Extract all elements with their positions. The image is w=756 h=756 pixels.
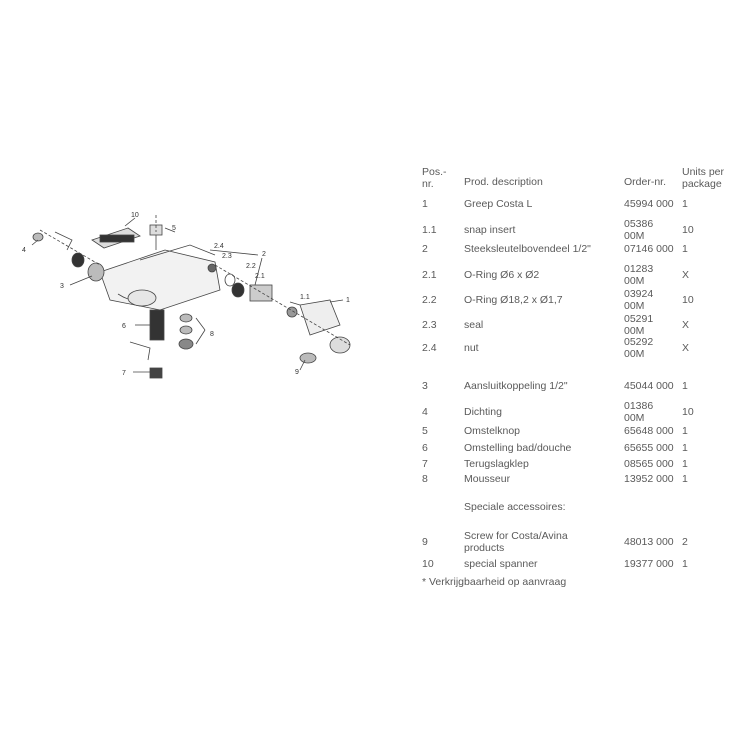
row-order: 08565 000	[624, 458, 674, 470]
callout-2-4: 2.4	[214, 243, 224, 250]
row-order: 03924 00M	[624, 288, 654, 312]
row-description: Terugslagklep	[464, 458, 529, 470]
header-description: Prod. description	[464, 176, 543, 188]
row-pos: 3	[422, 380, 428, 392]
callout-2-1: 2.1	[255, 273, 265, 280]
availability-footnote: * Verkrijgbaarheid op aanvraag	[422, 576, 567, 588]
row-units: 10	[682, 224, 694, 236]
callout-4: 4	[22, 247, 26, 254]
row-order: 07146 000	[624, 243, 674, 255]
row-description: Omstelknop	[464, 425, 521, 437]
row-pos: 5	[422, 425, 428, 437]
row-units: 1	[682, 198, 688, 210]
row-units: 1	[682, 558, 688, 570]
header-units: Units per package	[682, 166, 725, 190]
hex-key	[54, 231, 73, 251]
row-description: Dichting	[464, 406, 502, 418]
aerator-8	[178, 338, 194, 350]
row-pos: 10	[422, 558, 434, 570]
callout-10: 10	[131, 212, 139, 219]
row-pos: 2.1	[422, 269, 437, 281]
coupling-3b	[87, 262, 105, 282]
row-order: 48013 000	[624, 536, 674, 548]
handle-1	[299, 299, 341, 336]
row-order: 45994 000	[624, 198, 674, 210]
row-description: O-Ring Ø6 x Ø2	[464, 269, 540, 281]
row-order: 01386 00M	[624, 400, 654, 424]
diverter-6	[149, 309, 165, 341]
headpart-2	[249, 284, 273, 302]
row-order: 13952 000	[624, 473, 674, 485]
callout-3: 3	[60, 283, 64, 290]
row-pos: 2.3	[422, 319, 437, 331]
washer-4	[32, 232, 44, 242]
row-units: 1	[682, 380, 688, 392]
row-description: nut	[464, 342, 479, 354]
callout-5: 5	[172, 225, 176, 232]
row-order: 05291 00M	[624, 313, 654, 337]
row-units: 2	[682, 536, 688, 548]
row-pos: 2.2	[422, 294, 437, 306]
row-pos: 1.1	[422, 224, 437, 236]
row-order: 19377 000	[624, 558, 674, 570]
row-order: 65655 000	[624, 442, 674, 454]
row-units: 1	[682, 458, 688, 470]
row-order: 65648 000	[624, 425, 674, 437]
row-description: Omstelling bad/douche	[464, 442, 572, 454]
callout-2-3: 2.3	[222, 253, 232, 260]
row-pos: 6	[422, 442, 428, 454]
row-description: O-Ring Ø18,2 x Ø1,7	[464, 294, 563, 306]
spout	[127, 289, 157, 307]
row-pos: 1	[422, 198, 428, 210]
row-description: special spanner	[464, 558, 538, 570]
check-valve-7	[149, 367, 163, 379]
row-units: X	[682, 342, 690, 354]
row-pos: 8	[422, 473, 428, 485]
row-description: seal	[464, 319, 484, 331]
row-pos: 2.4	[422, 342, 437, 354]
callout-1-1: 1.1	[300, 294, 310, 301]
row-units: 1	[682, 425, 688, 437]
row-units: X	[682, 319, 690, 331]
callout-2-2: 2.2	[246, 263, 256, 270]
row-description: Greep Costa L	[464, 198, 533, 210]
callout-2: 2	[262, 251, 266, 258]
row-order: 01283 00M	[624, 263, 654, 287]
row-pos: 4	[422, 406, 428, 418]
row-pos: 7	[422, 458, 428, 470]
callout-7: 7	[122, 370, 126, 377]
row-units: 1	[682, 442, 688, 454]
row-units: 1	[682, 243, 688, 255]
row-description: snap insert	[464, 224, 516, 236]
exploded-view-diagram: 10 5 4 2 2.4 2.3 2.2 2.1 3 1.1 1 6 8 7 9	[22, 212, 351, 379]
coupling-3a	[71, 252, 85, 268]
header-order: Order-nr.	[624, 176, 667, 188]
row-pos: 9	[422, 536, 428, 548]
row-description: Steeksleutelbovendeel 1/2"	[464, 243, 591, 255]
row-order: 05386 00M	[624, 218, 654, 242]
callout-9: 9	[295, 369, 299, 376]
screw-9	[299, 352, 317, 364]
row-units: 10	[682, 406, 694, 418]
callout-8: 8	[210, 331, 214, 338]
row-pos: 2	[422, 243, 428, 255]
row-units: X	[682, 269, 690, 281]
row-order: 05292 00M	[624, 336, 654, 360]
row-units: 10	[682, 294, 694, 306]
row-description: Speciale accessoires:	[464, 501, 566, 513]
row-description: Aansluitkoppeling 1/2"	[464, 380, 568, 392]
callout-6: 6	[122, 323, 126, 330]
row-order: 45044 000	[624, 380, 674, 392]
row-description: Screw for Costa/Avina products	[464, 530, 568, 554]
faucet-body	[99, 249, 221, 311]
row-units: 1	[682, 473, 688, 485]
row-description: Mousseur	[464, 473, 511, 485]
header-pos: Pos.- nr.	[422, 166, 447, 190]
callout-1: 1	[346, 297, 350, 304]
